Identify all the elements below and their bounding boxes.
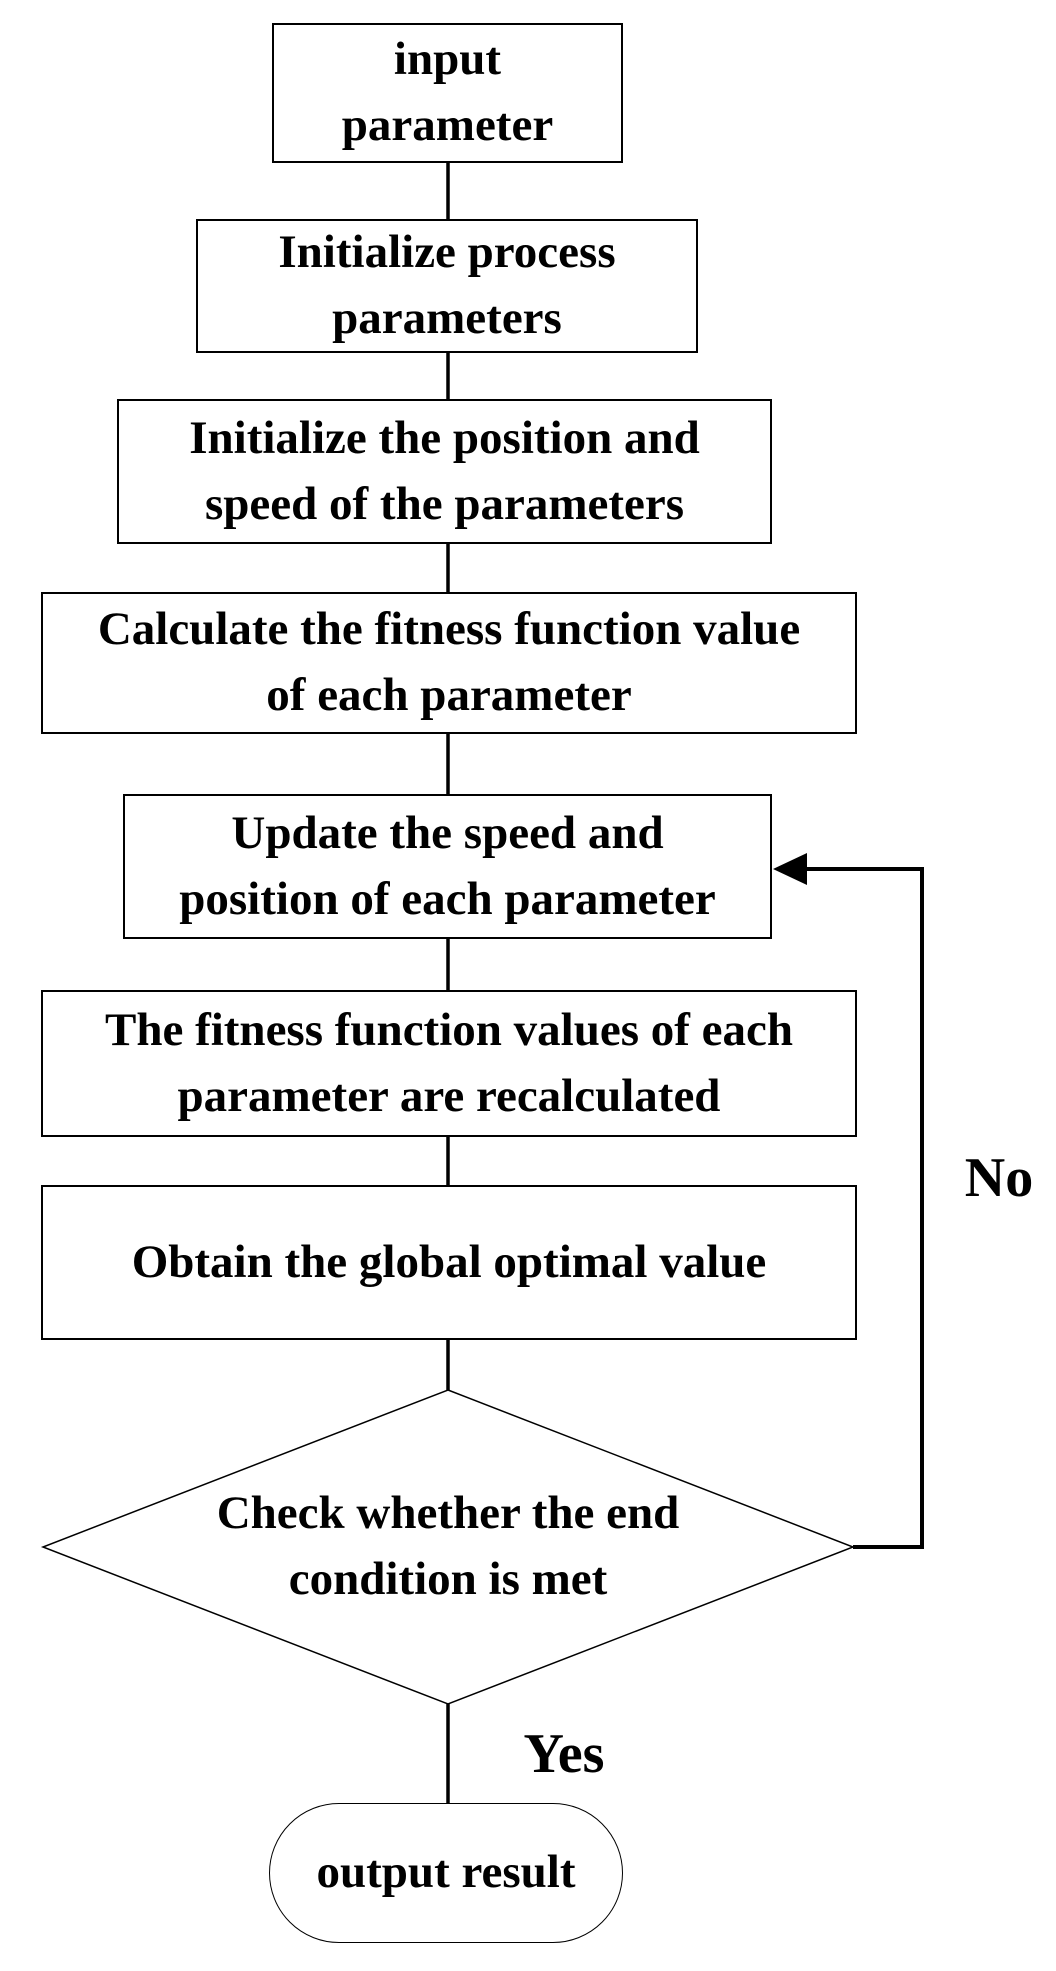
node-input-parameter-label: input parameter	[341, 33, 554, 151]
node-calculate-fitness-value-label: Calculate the fitness function value of …	[97, 603, 801, 721]
node-recalculate-fitness-values: The fitness function values of each para…	[41, 990, 857, 1137]
node-check-end-condition-label: Check whether the end condition is met	[216, 1487, 680, 1605]
node-update-speed-and-position: Update the speed and position of each pa…	[123, 794, 772, 939]
node-output-result: output result	[269, 1803, 623, 1943]
no-feedback-arrowhead-icon	[773, 853, 807, 885]
node-input-parameter: input parameter	[272, 23, 623, 163]
node-initialize-position-and-speed: Initialize the position and speed of the…	[117, 399, 772, 544]
node-obtain-global-optimal-value-label: Obtain the global optimal value	[131, 1235, 767, 1288]
node-recalculate-fitness-values-label: The fitness function values of each para…	[104, 1003, 794, 1122]
node-calculate-fitness-value: Calculate the fitness function value of …	[41, 592, 857, 734]
node-obtain-global-optimal-value: Obtain the global optimal value	[41, 1185, 857, 1340]
node-initialize-position-and-speed-label: Initialize the position and speed of the…	[189, 411, 700, 530]
node-initialize-process-parameters-label: Initialize process parameters	[278, 226, 616, 344]
edge-label-no: No	[964, 1147, 1034, 1209]
no-feedback-line	[788, 867, 924, 1549]
node-output-result-label: output result	[316, 1846, 576, 1899]
node-initialize-process-parameters: Initialize process parameters	[196, 219, 698, 353]
decision-diamond-shape	[40, 1389, 856, 1705]
edge-label-yes: Yes	[523, 1723, 605, 1785]
node-check-end-condition: Check whether the end condition is met	[148, 1457, 748, 1637]
node-update-speed-and-position-label: Update the speed and position of each pa…	[179, 806, 716, 925]
